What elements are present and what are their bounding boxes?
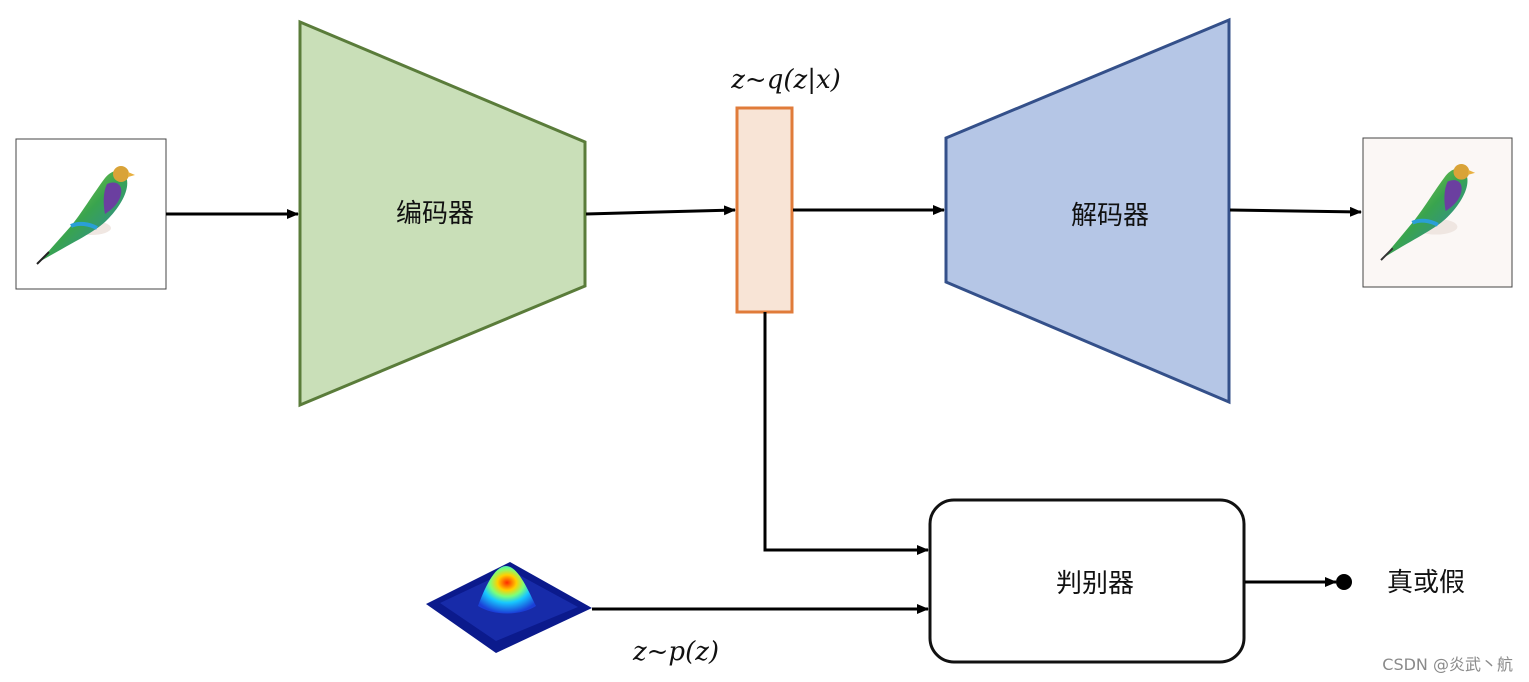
output-point	[1336, 574, 1352, 590]
gaussian-surface-icon	[426, 562, 592, 653]
real-or-fake-label: 真或假	[1387, 568, 1465, 598]
latent-distribution-label: z~q(z|x)	[730, 65, 841, 95]
encoder-block	[298, 19, 587, 408]
prior-distribution-label: z~p(z)	[632, 637, 719, 667]
arrow-latent-to-discriminator	[763, 312, 929, 555]
output-image	[1362, 137, 1513, 288]
decoder-label: 解码器	[1071, 201, 1149, 231]
discriminator-label: 判别器	[1056, 569, 1134, 599]
latent-vector-block	[735, 106, 794, 314]
arrow-encoder-to-latent	[585, 205, 736, 216]
bird-image-icon	[1380, 164, 1476, 261]
watermark: CSDN @炎武丶航	[1382, 655, 1513, 674]
decoder-block	[944, 17, 1231, 405]
bird-image-icon	[36, 166, 135, 265]
arrow-decoder-to-output	[1229, 206, 1362, 217]
input-image	[15, 138, 167, 290]
discriminator-block	[928, 498, 1246, 664]
encoder-label: 编码器	[396, 199, 474, 229]
